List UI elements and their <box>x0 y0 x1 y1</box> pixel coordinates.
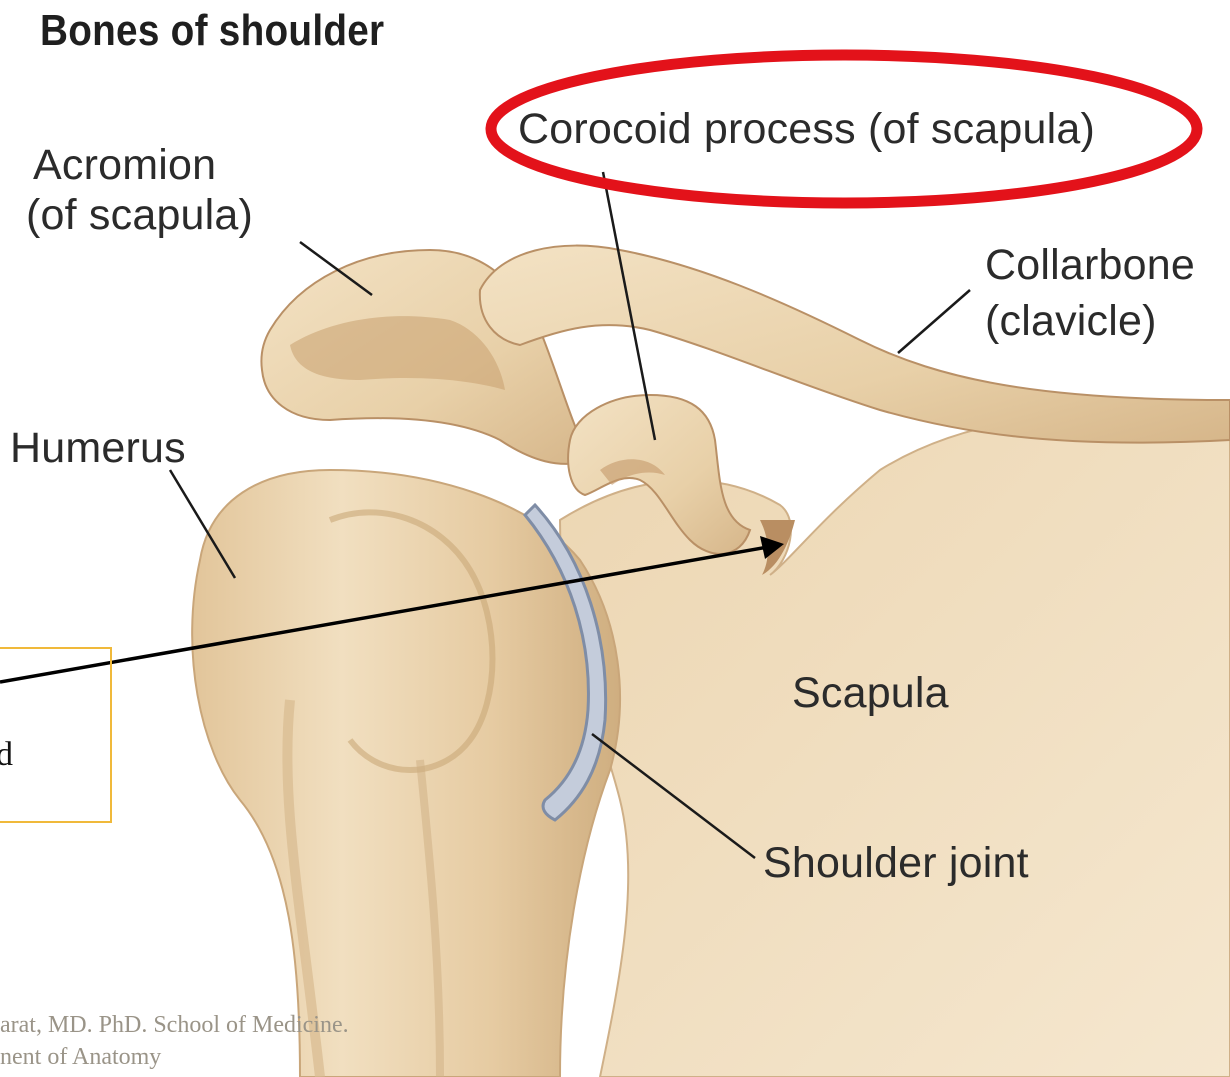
label-acromion-line1: Acromion <box>33 140 216 190</box>
label-collarbone-line2: (clavicle) <box>985 296 1157 346</box>
note-box-text: d <box>0 736 13 774</box>
credit-line-1: arat, MD. PhD. School of Medicine. <box>0 1012 349 1039</box>
diagram-title: Bones of shoulder <box>40 6 384 56</box>
label-shoulder-joint: Shoulder joint <box>763 838 1029 888</box>
label-collarbone-line1: Collarbone <box>985 240 1195 290</box>
scapula-bone <box>560 412 1230 1077</box>
label-acromion-line2: (of scapula) <box>26 190 253 240</box>
label-coracoid: Corocoid process (of scapula) <box>518 104 1095 154</box>
note-box <box>0 647 112 823</box>
credit-line-2: nent of Anatomy <box>0 1044 161 1071</box>
pointer-collarbone <box>898 290 970 353</box>
label-humerus: Humerus <box>10 423 186 473</box>
label-scapula: Scapula <box>792 668 949 718</box>
